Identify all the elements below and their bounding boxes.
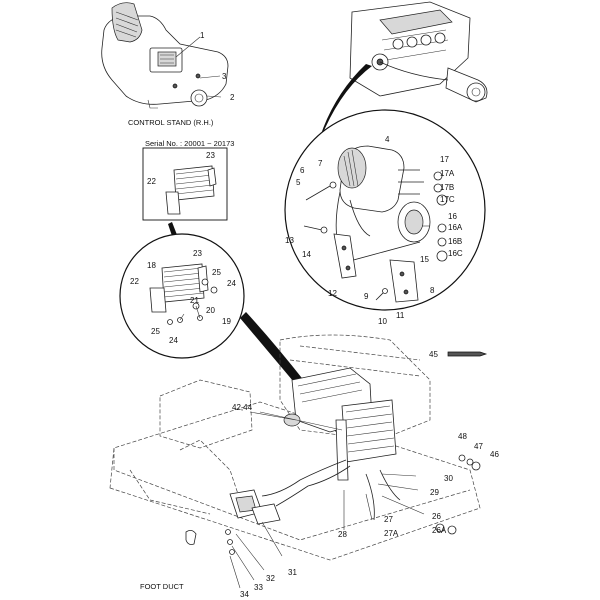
label-3: 3 — [222, 72, 227, 81]
control-stand-caption: CONTROL STAND (R.H.) — [128, 118, 214, 127]
label-17c: 17C — [440, 195, 455, 204]
label-13: 13 — [285, 236, 294, 245]
label-17b: 17B — [440, 183, 454, 192]
label-45: 45 — [429, 350, 438, 359]
label-23: 23 — [193, 249, 202, 258]
label-27: 27 — [384, 515, 393, 524]
label-26a: 26A — [432, 526, 447, 535]
label-11: 11 — [396, 311, 405, 320]
engine-drawing — [349, 1, 488, 103]
label-47: 47 — [474, 442, 483, 451]
serial-inset — [142, 147, 228, 221]
label-4: 4 — [385, 135, 390, 144]
label-9: 9 — [364, 292, 369, 301]
part-labels: 1 2 3 4 5 6 7 8 9 10 11 12 13 14 15 16 1… — [130, 31, 499, 599]
label-2: 2 — [230, 93, 235, 102]
label-16a: 16A — [448, 223, 463, 232]
label-25-b: 25 — [151, 327, 160, 336]
label-21: 21 — [190, 296, 199, 305]
label-16c: 16C — [448, 249, 463, 258]
label-22: 22 — [130, 277, 139, 286]
label-25-a: 25 — [212, 268, 221, 277]
label-22-inset: 22 — [147, 177, 156, 186]
label-5: 5 — [296, 178, 301, 187]
label-46: 46 — [490, 450, 499, 459]
label-8: 8 — [430, 286, 435, 295]
serial-caption: Serial No. : 20001 ~ 20173 — [145, 139, 234, 148]
label-12: 12 — [328, 289, 337, 298]
condenser-detail-circle — [119, 233, 245, 359]
compressor-detail-circle — [284, 109, 486, 311]
label-30: 30 — [444, 474, 453, 483]
label-18: 18 — [147, 261, 156, 270]
label-24-b: 24 — [169, 336, 178, 345]
label-17: 17 — [440, 155, 449, 164]
label-31: 31 — [288, 568, 297, 577]
label-6: 6 — [300, 166, 305, 175]
label-48: 48 — [458, 432, 467, 441]
foot-duct-caption: FOOT DUCT — [140, 582, 184, 591]
control-stand-drawing — [101, 2, 229, 109]
machine-base-drawing — [109, 334, 488, 589]
label-24-a: 24 — [227, 279, 236, 288]
label-27a: 27A — [384, 529, 399, 538]
label-33: 33 — [254, 583, 263, 592]
label-34: 34 — [240, 590, 249, 599]
label-29: 29 — [430, 488, 439, 497]
label-19: 19 — [222, 317, 231, 326]
label-26: 26 — [432, 512, 441, 521]
label-10: 10 — [378, 317, 387, 326]
label-20: 20 — [206, 306, 215, 315]
label-7: 7 — [318, 159, 323, 168]
label-14: 14 — [302, 250, 311, 259]
captions: CONTROL STAND (R.H.) Serial No. : 20001 … — [128, 118, 234, 591]
label-42-44: 42,44 — [232, 403, 253, 412]
label-15: 15 — [420, 255, 429, 264]
label-17a: 17A — [440, 169, 455, 178]
label-1: 1 — [200, 31, 205, 40]
label-16b: 16B — [448, 237, 462, 246]
label-16: 16 — [448, 212, 457, 221]
label-28: 28 — [338, 530, 347, 539]
label-23-inset: 23 — [206, 151, 215, 160]
label-32: 32 — [266, 574, 275, 583]
